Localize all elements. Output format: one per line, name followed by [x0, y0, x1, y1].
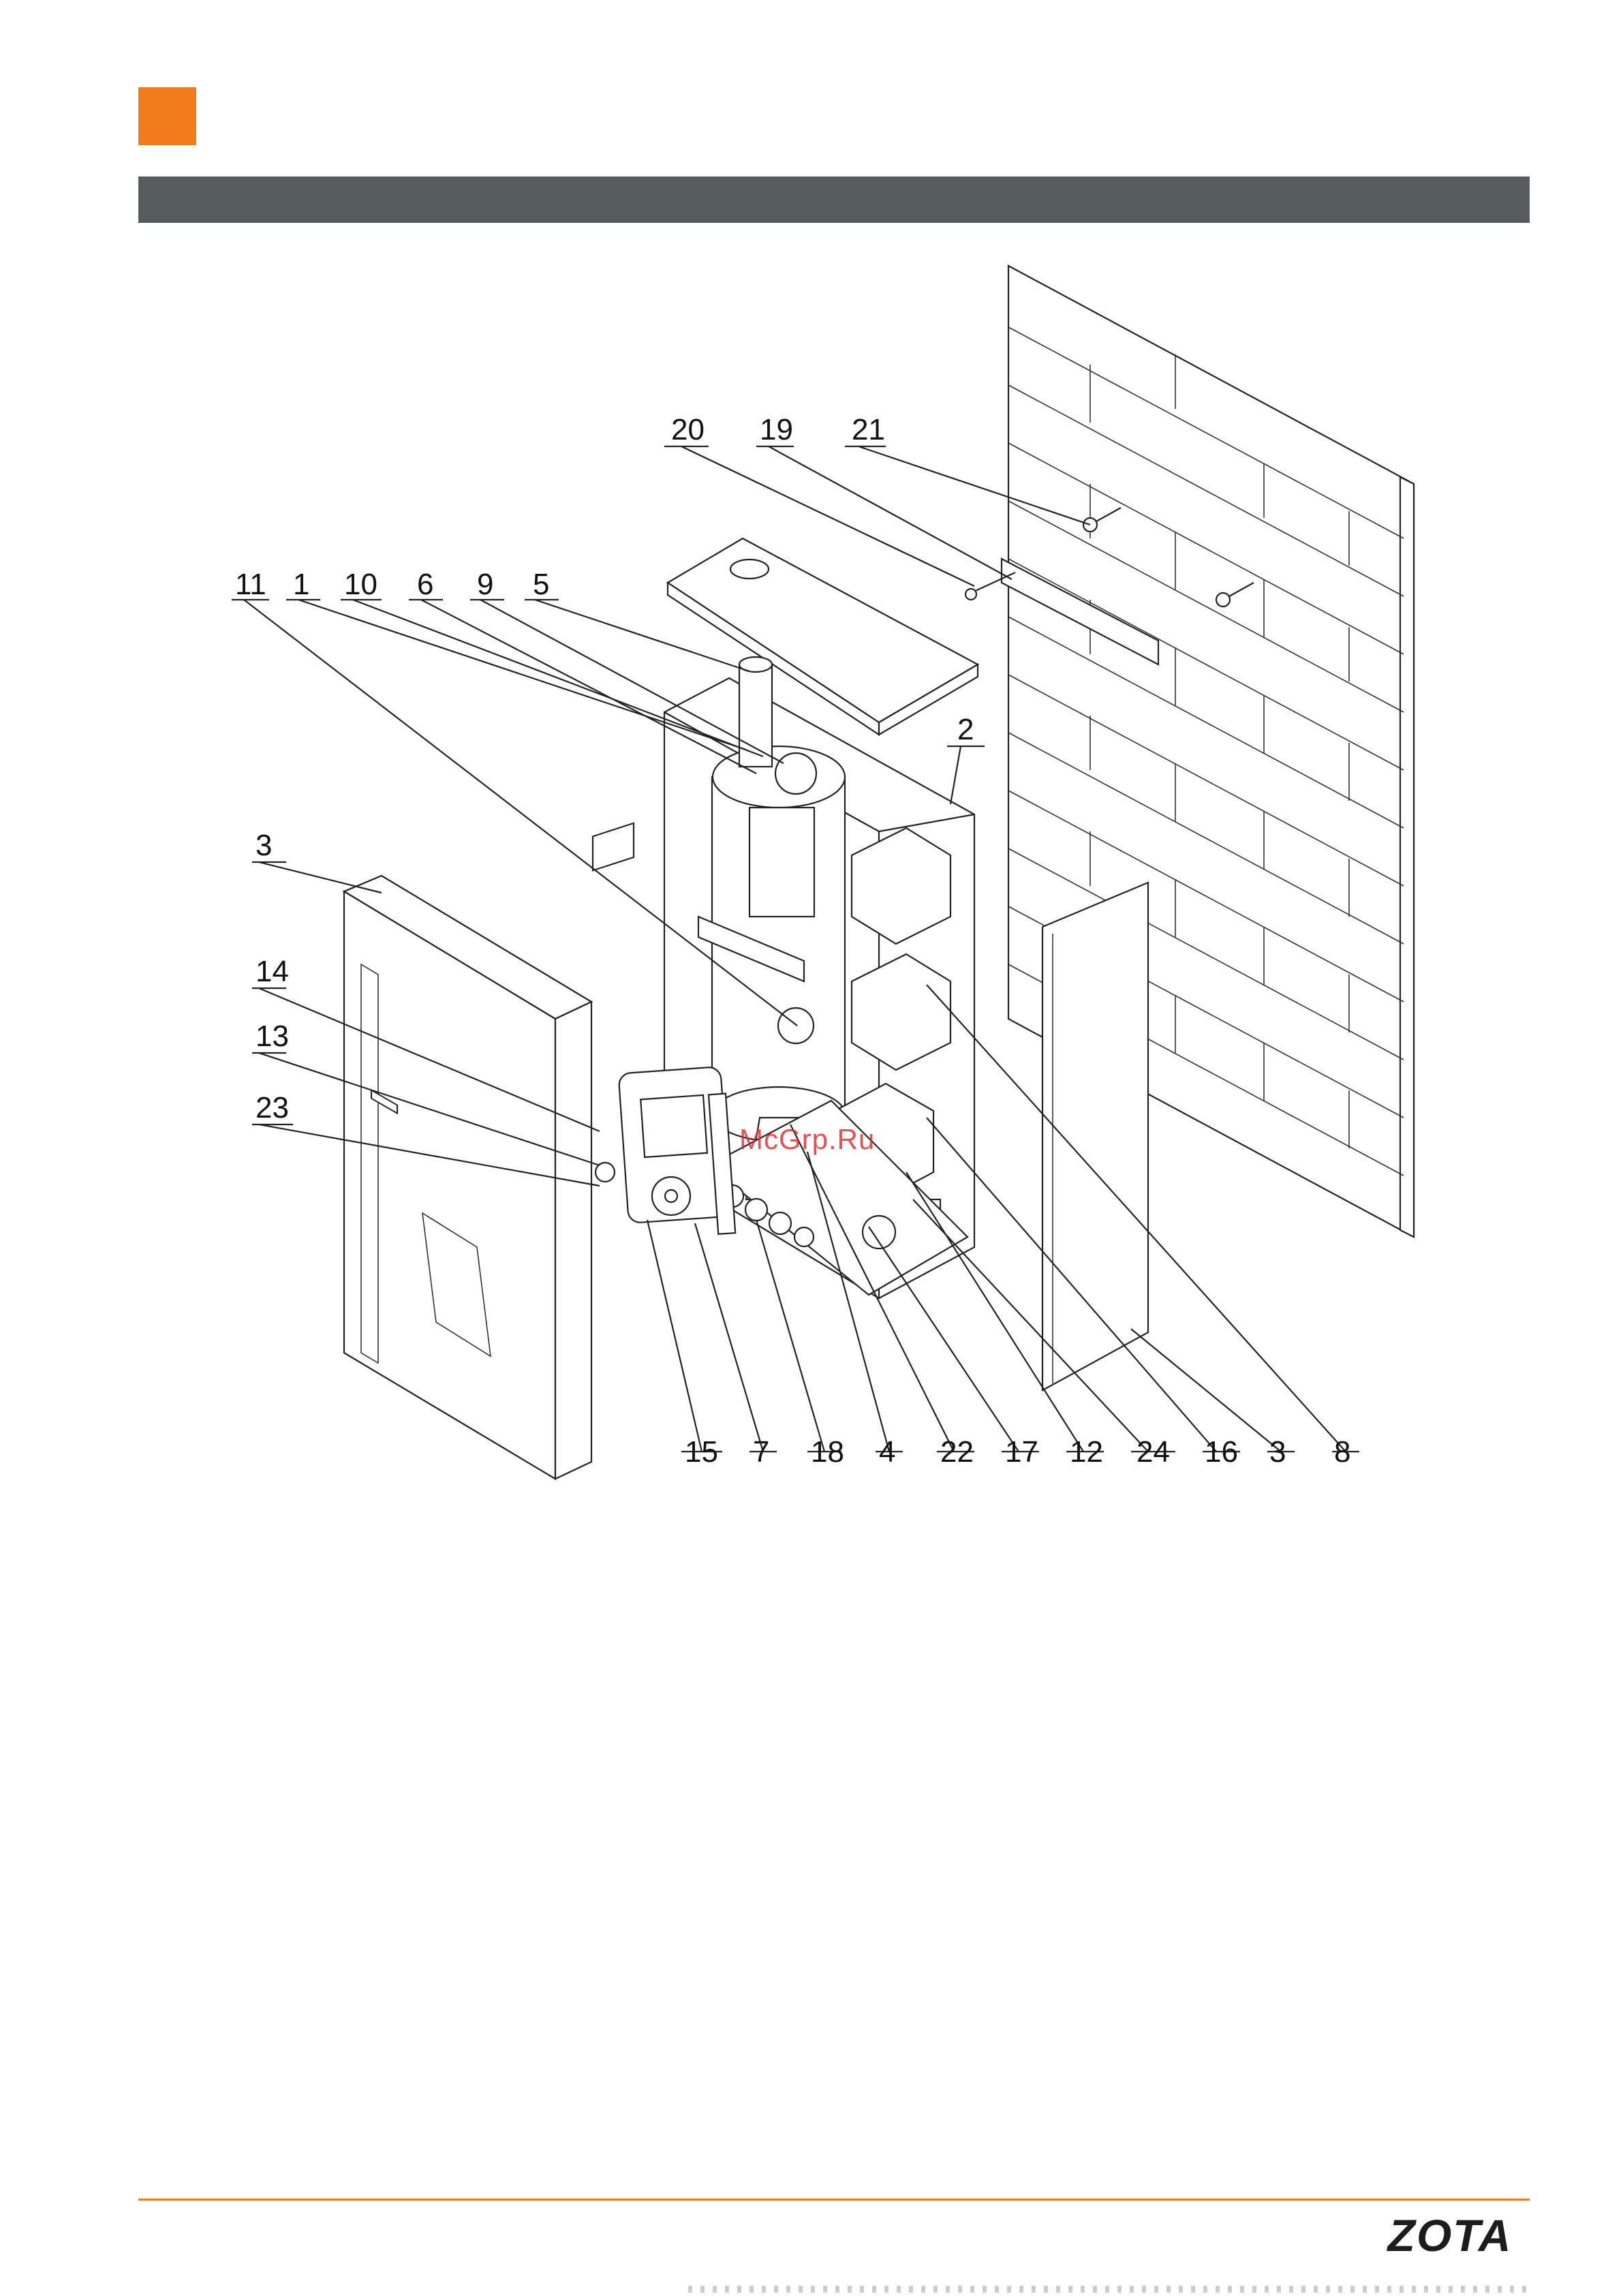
callout-24: 24: [1137, 1435, 1170, 1469]
callout-8: 8: [1334, 1435, 1350, 1469]
callout-13: 13: [256, 1020, 289, 1053]
callout-15: 15: [685, 1435, 718, 1469]
callout-14: 14: [256, 955, 289, 988]
callout-3-left: 3: [256, 829, 272, 862]
footer-rule: [138, 2199, 1530, 2201]
callout-5: 5: [533, 568, 549, 601]
callout-12: 12: [1070, 1435, 1103, 1469]
callout-1: 1: [293, 568, 309, 601]
callout-2: 2: [957, 713, 974, 746]
callout-10: 10: [344, 568, 377, 601]
callout-17: 17: [1005, 1435, 1038, 1469]
callout-16: 16: [1205, 1435, 1238, 1469]
bottom-bleed-text: [688, 2286, 1530, 2293]
callout-6: 6: [417, 568, 433, 601]
zota-logo: ZOTA: [1370, 2214, 1530, 2257]
callout-3-bottom: 3: [1269, 1435, 1286, 1469]
callout-19: 19: [760, 413, 793, 446]
callout-23: 23: [256, 1091, 289, 1124]
callout-9: 9: [477, 568, 493, 601]
callout-20: 20: [671, 413, 705, 446]
logo-text: ZOTA: [1370, 2214, 1530, 2257]
callout-22: 22: [940, 1435, 974, 1469]
callout-11: 11: [235, 568, 266, 601]
watermark-text: McGrp.Ru: [739, 1123, 875, 1156]
callout-21: 21: [852, 413, 885, 446]
callout-7: 7: [753, 1435, 769, 1469]
side-panel-right: [1042, 883, 1148, 1390]
callout-4: 4: [879, 1435, 895, 1469]
callout-18: 18: [811, 1435, 844, 1469]
